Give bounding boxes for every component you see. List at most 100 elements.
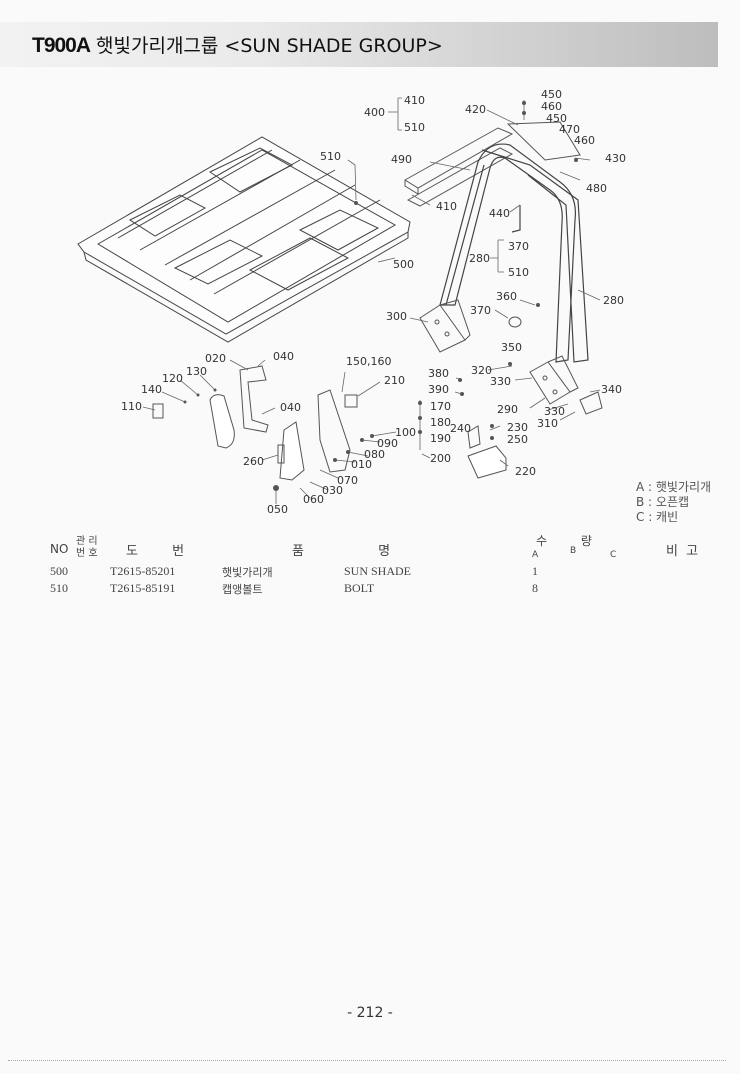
callout: 280	[603, 294, 624, 307]
callout: 240	[450, 422, 471, 435]
col-qty-a: A	[532, 550, 539, 560]
col-qty-b: B	[570, 546, 577, 556]
callout: 210	[384, 374, 405, 387]
callout: 040	[273, 350, 294, 363]
callout: 330	[490, 375, 511, 388]
callout: 400	[364, 106, 385, 119]
sun-shade-panel	[77, 136, 411, 343]
callout: 110	[121, 400, 142, 413]
footer-rule	[8, 1060, 726, 1062]
callout: 180	[430, 416, 451, 429]
callout: 020	[205, 352, 226, 365]
legend-b: B : 오픈캡	[636, 495, 690, 509]
callout: 480	[586, 182, 607, 195]
callout: 370	[470, 304, 491, 317]
row-name-korean: 햇빛가리개	[222, 566, 273, 579]
callout: 060	[303, 493, 324, 506]
callout: 190	[430, 432, 451, 445]
callout: 410	[436, 200, 457, 213]
col-no: NO	[50, 542, 69, 556]
callout: 350	[501, 341, 522, 354]
callout: 130	[186, 365, 207, 378]
callout: 430	[605, 152, 626, 165]
callout: 330	[544, 405, 565, 418]
row-qty-a: 8	[532, 581, 538, 595]
callout: 290	[497, 403, 518, 416]
callout: 040	[280, 401, 301, 414]
callout: 500	[393, 258, 414, 271]
callout: 120	[162, 372, 183, 385]
callout: 280	[469, 252, 490, 265]
row-part-number: T2615-85191	[110, 581, 176, 595]
callout-labels: 400 410 510 420 450 460 450 470 460 430 …	[121, 88, 626, 516]
callout: 140	[141, 383, 162, 396]
callout: 370	[508, 240, 529, 253]
col-qty: 수 량	[536, 534, 592, 548]
callout: 250	[507, 433, 528, 446]
row-name-english: BOLT	[344, 581, 375, 595]
model-legend: A : 햇빛가리개 B : 오픈캡 C : 캐빈	[636, 480, 711, 525]
row-name-korean: 캡앵볼트	[222, 583, 263, 596]
callout: 490	[391, 153, 412, 166]
table-row: 510 T2615-85191 캡앵볼트 BOLT 8	[46, 581, 706, 597]
leader-lines	[142, 97, 601, 504]
callout: 460	[541, 100, 562, 113]
left-hardware	[152, 365, 507, 481]
legend-a: A : 햇빛가리개	[636, 480, 712, 494]
callout: 510	[508, 266, 529, 279]
callout: 010	[351, 458, 372, 471]
frame-arch	[439, 143, 589, 363]
knob-370	[508, 316, 522, 328]
callout: 300	[386, 310, 407, 323]
callout: 340	[601, 383, 622, 396]
callout: 360	[496, 290, 517, 303]
col-drawing-no: 도 번	[126, 544, 185, 559]
callout: 380	[428, 367, 449, 380]
callout: 320	[471, 364, 492, 377]
callout: 260	[243, 455, 264, 468]
callout: 390	[428, 383, 449, 396]
callout: 220	[515, 465, 536, 478]
col-mgmt-bottom: 번 호	[76, 548, 98, 559]
page-number: - 212 -	[347, 1005, 393, 1021]
exploded-parts-diagram: 400 410 510 420 450 460 450 470 460 430 …	[77, 88, 626, 516]
bracket-300	[419, 299, 471, 353]
callout: 460	[574, 134, 595, 147]
col-qty-c: C	[610, 550, 617, 560]
callout: 510	[320, 150, 341, 163]
model-code: T900A	[32, 34, 91, 57]
callout: 050	[267, 503, 288, 516]
callout: 410	[404, 94, 425, 107]
callout: 450	[546, 112, 567, 125]
legend-c: C : 캐빈	[636, 510, 679, 524]
callout: 440	[489, 207, 510, 220]
callout: 510	[404, 121, 425, 134]
bracket-lower-right	[529, 355, 603, 415]
group-title: 햇빛가리개그룹 <SUN SHADE GROUP>	[96, 35, 443, 57]
row-no: 500	[50, 564, 68, 578]
callout: 310	[537, 417, 558, 430]
col-remarks: 비 고	[666, 544, 699, 559]
callout: 200	[430, 452, 451, 465]
row-no: 510	[50, 581, 68, 595]
callout: 420	[465, 103, 486, 116]
row-part-number: T2615-85201	[110, 564, 176, 578]
callout: 470	[559, 123, 580, 136]
callout: 070	[337, 474, 358, 487]
col-mgmt-top: 관 리	[76, 536, 98, 547]
col-part-name: 품 명	[292, 544, 391, 559]
callout: 450	[541, 88, 562, 101]
callout: 170	[430, 400, 451, 413]
table-row: 500 T2615-85201 햇빛가리개 SUN SHADE 1	[46, 564, 706, 580]
callout: 080	[364, 448, 385, 461]
callout: 150,160	[346, 355, 392, 368]
callout: 100	[395, 426, 416, 439]
upper-rail	[404, 121, 581, 207]
row-qty-a: 1	[532, 564, 538, 578]
callout: 230	[507, 421, 528, 434]
fastener-dots	[183, 101, 578, 491]
callout: 090	[377, 437, 398, 450]
row-name-english: SUN SHADE	[344, 564, 412, 578]
